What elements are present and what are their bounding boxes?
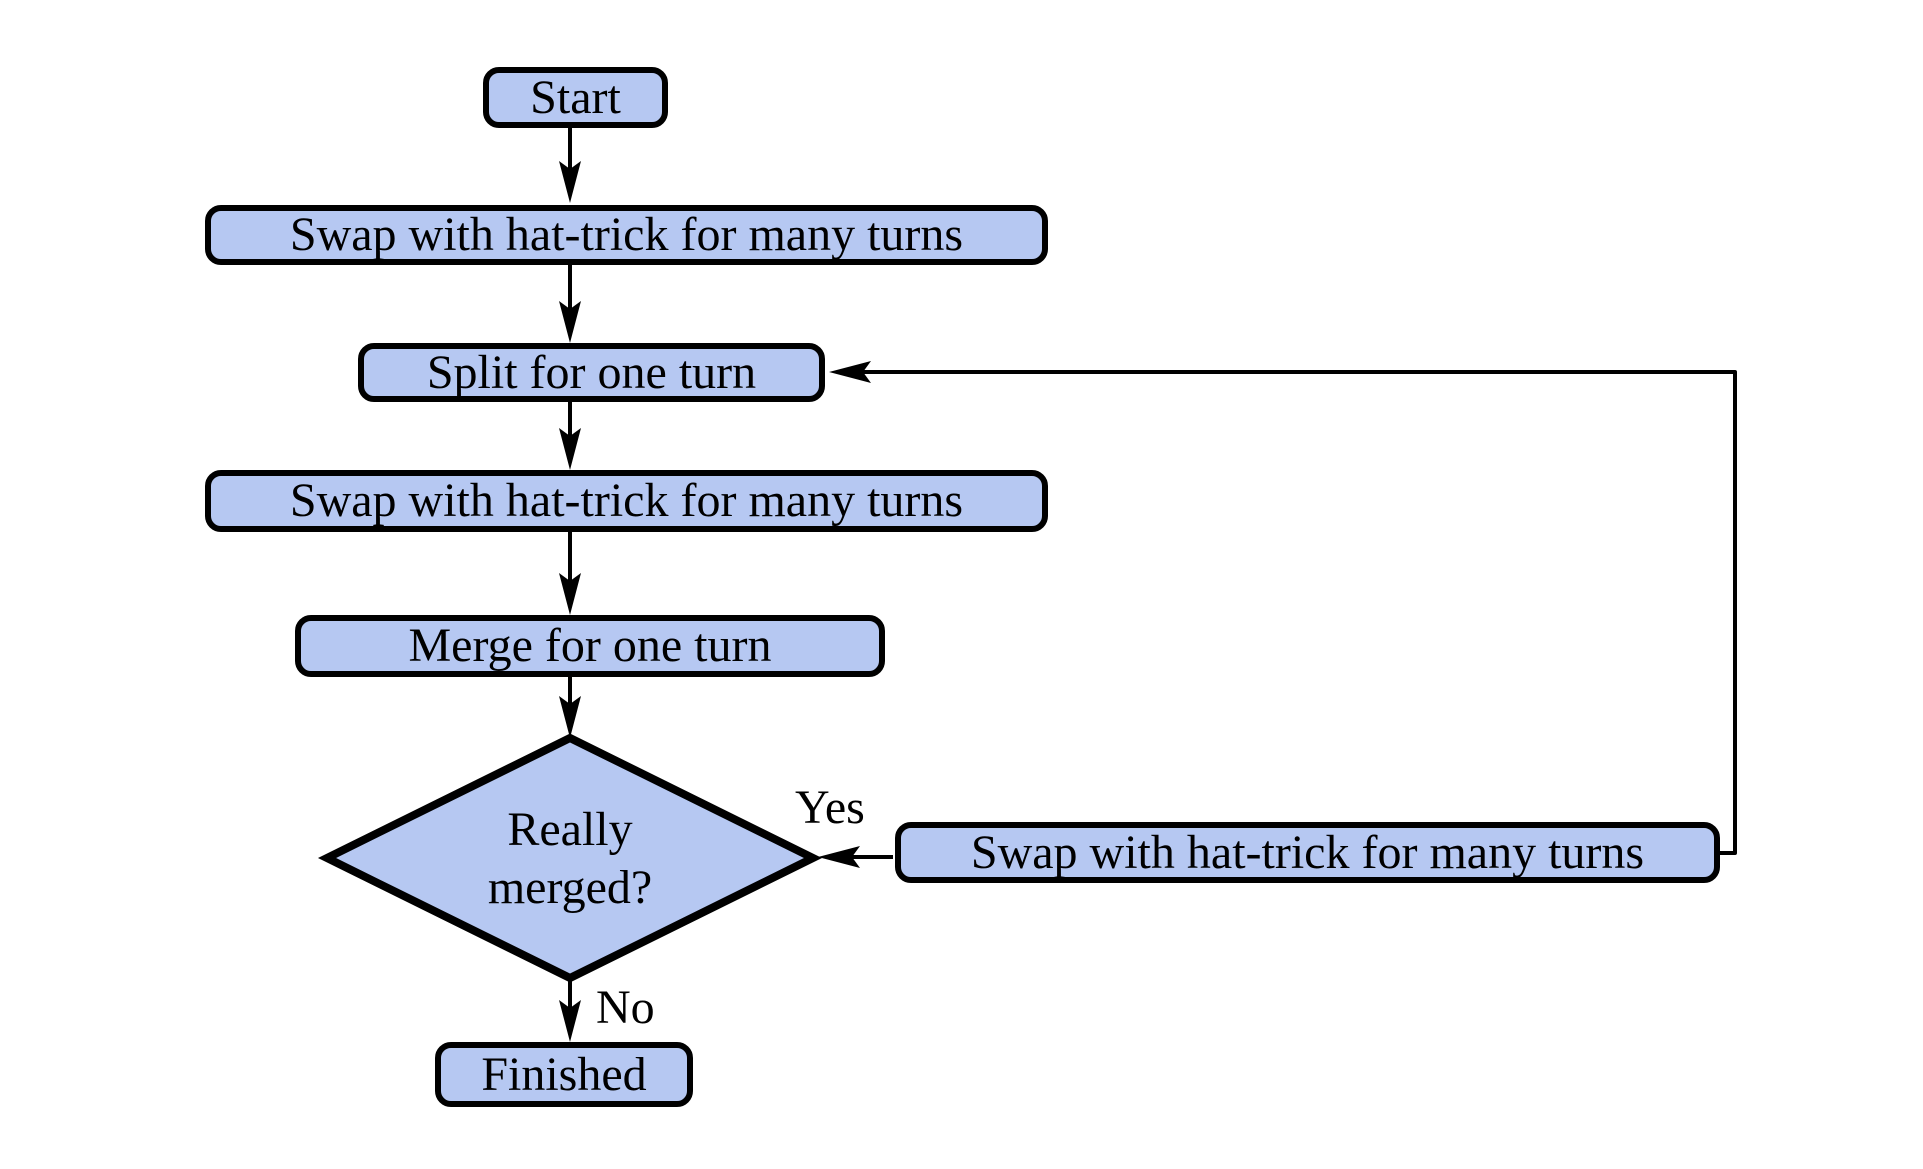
decision-diamond [317,733,823,983]
node-merge-one-turn-label: Merge for one turn [408,619,772,672]
arrowhead-down-icon [559,1000,581,1042]
node-finished-label: Finished [481,1047,647,1101]
node-decision-label: Really merged? [487,803,653,914]
arrowhead-down-icon [559,161,581,203]
node-finished: Finished [435,1042,693,1107]
edge-swap3-split-loop [863,370,1737,855]
node-swap-hat-trick-3-label: Swap with hat-trick for many turns [970,825,1645,879]
node-swap-hat-trick-2-label: Swap with hat-trick for many turns [289,474,964,527]
arrowhead-down-icon [559,696,581,738]
node-start: Start [483,67,668,128]
edge-label-yes: Yes [795,781,865,834]
arrowhead-down-icon [559,428,581,470]
node-start-label: Start [530,70,621,124]
node-swap-hat-trick-3: Swap with hat-trick for many turns [895,822,1720,883]
node-split-one-turn: Split for one turn [358,343,825,402]
arrowhead-down-icon [559,573,581,615]
node-split-one-turn-label: Split for one turn [426,345,757,399]
node-swap-hat-trick-2: Swap with hat-trick for many turns [205,470,1048,532]
arrowhead-left-icon [829,361,871,383]
node-swap-hat-trick-1: Swap with hat-trick for many turns [205,205,1048,265]
node-swap-hat-trick-1-label: Swap with hat-trick for many turns [289,208,964,261]
arrowhead-left-icon [818,846,860,868]
arrowhead-down-icon [559,301,581,343]
edge-label-no: No [596,981,655,1034]
node-merge-one-turn: Merge for one turn [295,615,885,677]
